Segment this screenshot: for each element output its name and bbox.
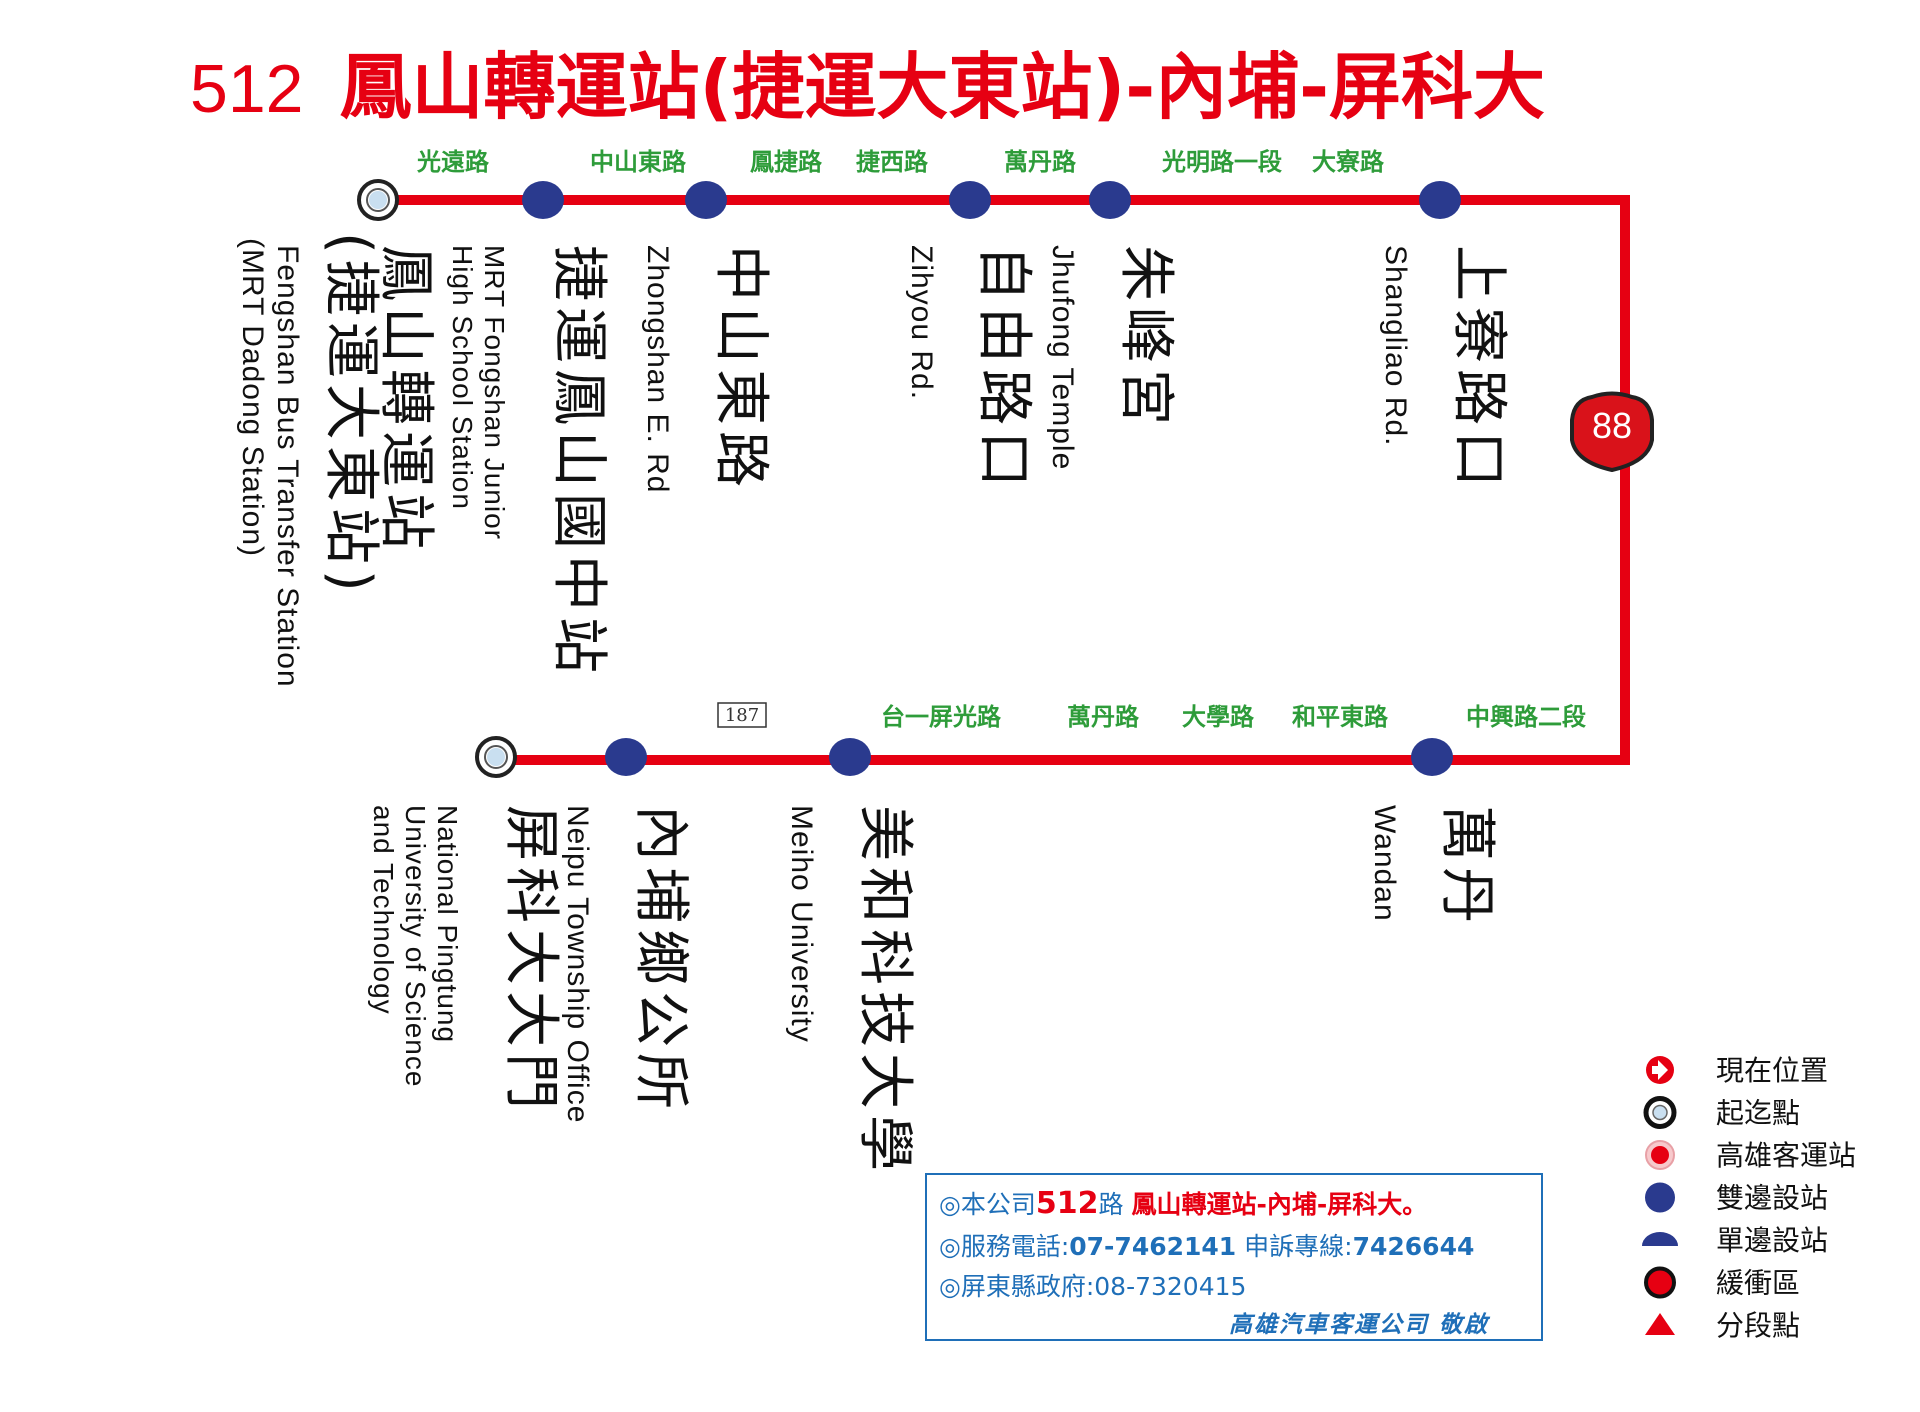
route-line (378, 195, 1630, 765)
legend-label-5: 緩衝區 (1716, 1267, 1800, 1300)
info-box: ◎本公司512路 鳳山轉運站-內埔-屏科大。 ◎服務電話:07-7462141 … (925, 1173, 1543, 1341)
road-label-bottom-2: 大學路 (1182, 703, 1255, 731)
stop-label-8-en: Neipu Township Office (561, 805, 594, 1123)
road-label-top-2: 鳳捷路 (750, 148, 823, 176)
stop-label-8-zh: 內埔鄉公所 (628, 805, 693, 1115)
stop-label-9-en2: University of Science (400, 805, 431, 1087)
route-name: 鳳山轉運站(捷運大東站)-內埔-屏科大 (339, 45, 1546, 129)
route-title: 512 鳳山轉運站(捷運大東站)-內埔-屏科大 (190, 28, 1545, 133)
legend-label-1: 起迄點 (1716, 1097, 1800, 1130)
stop-marker-4 (1089, 181, 1131, 219)
stop-label-4-en: Jhufong Temple (1046, 245, 1079, 470)
legend-label-3: 雙邊設站 (1716, 1182, 1828, 1215)
stop-marker-core-9 (487, 748, 505, 766)
buffer-zone-icon (1644, 1266, 1676, 1299)
info-line-route: ◎本公司512路 鳳山轉運站-內埔-屏科大。 (939, 1186, 1428, 1221)
stop-label-4-zh: 朱峰宮 (1113, 245, 1178, 431)
stop-label-1-zh: 捷運鳳山國中站 (546, 245, 611, 679)
road-label-bottom-1: 萬丹路 (1067, 703, 1140, 731)
stop-label-7-en: Meiho University (785, 805, 818, 1043)
stop-label-1-en2: High School Station (447, 245, 478, 510)
terminus-icon (1643, 1096, 1677, 1129)
road-label-bottom-3: 和平東路 (1292, 703, 1389, 731)
highway-187-marker: 187 (717, 702, 767, 728)
road-label-top-6: 大寮路 (1312, 148, 1385, 176)
kaohsiung-bus-station-icon (1645, 1140, 1675, 1170)
road-label-top-1: 中山東路 (590, 148, 687, 176)
route-number: 512 (190, 51, 304, 127)
road-label-top-0: 光遠路 (416, 148, 490, 176)
current-position-icon (1646, 1056, 1674, 1084)
stop-label-5-en: Shangliao Rd. (1379, 245, 1412, 446)
stop-label-0-zh2: (捷運大東站) (318, 232, 383, 598)
stop-label-0-en2: (MRT Dadong Station) (236, 238, 269, 557)
stop-marker-core-0 (369, 191, 387, 209)
stop-marker-1 (522, 181, 564, 219)
stop-label-9-zh: 屏科大大門 (498, 805, 563, 1115)
two-side-stop-icon (1645, 1182, 1675, 1213)
stop-label-6-en: Wandan (1368, 805, 1401, 922)
stop-marker-8 (605, 738, 647, 776)
road-label-top-3: 捷西路 (856, 148, 929, 176)
stop-label-1-en: MRT Fongshan Junior (479, 245, 510, 540)
legend-label-6: 分段點 (1716, 1309, 1800, 1342)
stop-label-0-zh: 鳳山轉運站 (373, 245, 438, 555)
stop-marker-6 (1411, 738, 1453, 776)
info-line-phone: ◎服務電話:07-7462141 申訴專線:7426644 (939, 1232, 1475, 1261)
road-label-bottom-0: 台一屏光路 (881, 703, 1002, 731)
one-side-stop-icon (1642, 1232, 1678, 1246)
highway-187-label: 187 (725, 705, 759, 726)
stop-label-0-en: Fengshan Bus Transfer Station (271, 245, 304, 688)
stop-label-9-en: National Pingtung (432, 805, 463, 1043)
road-label-top-5: 光明路一段 (1161, 148, 1282, 176)
route-88-shield: 88 (1570, 391, 1654, 473)
road-label-bottom-4: 中興路二段 (1466, 703, 1586, 731)
info-line-government: ◎屏東縣政府:08-7320415 (939, 1272, 1247, 1301)
stop-label-7-zh: 美和科技大學 (852, 805, 917, 1177)
road-label-top-4: 萬丹路 (1004, 148, 1077, 176)
stop-label-3-en: Zihyou Rd. (905, 245, 938, 400)
stop-label-9-en3: and Technology (368, 805, 399, 1015)
stop-label-6-zh: 萬丹 (1434, 805, 1499, 929)
legend-label-0: 現在位置 (1716, 1054, 1828, 1087)
route-88-label: 88 (1592, 405, 1632, 446)
section-point-icon (1645, 1313, 1675, 1335)
stop-marker-5 (1419, 181, 1461, 219)
stop-marker-3 (949, 181, 991, 219)
legend-label-2: 高雄客運站 (1716, 1139, 1856, 1172)
stop-label-2-zh: 中山東路 (708, 245, 773, 493)
stop-label-2-en: Zhongshan E. Rd (641, 245, 674, 493)
company-signature: 高雄汽車客運公司 敬啟 (1228, 1311, 1489, 1338)
stop-label-5-zh: 上寮路口 (1446, 245, 1511, 493)
stop-label-3-zh: 自由路口 (971, 245, 1036, 493)
stop-marker-2 (685, 181, 727, 219)
legend-label-4: 單邊設站 (1716, 1224, 1828, 1257)
stop-marker-7 (829, 738, 871, 776)
